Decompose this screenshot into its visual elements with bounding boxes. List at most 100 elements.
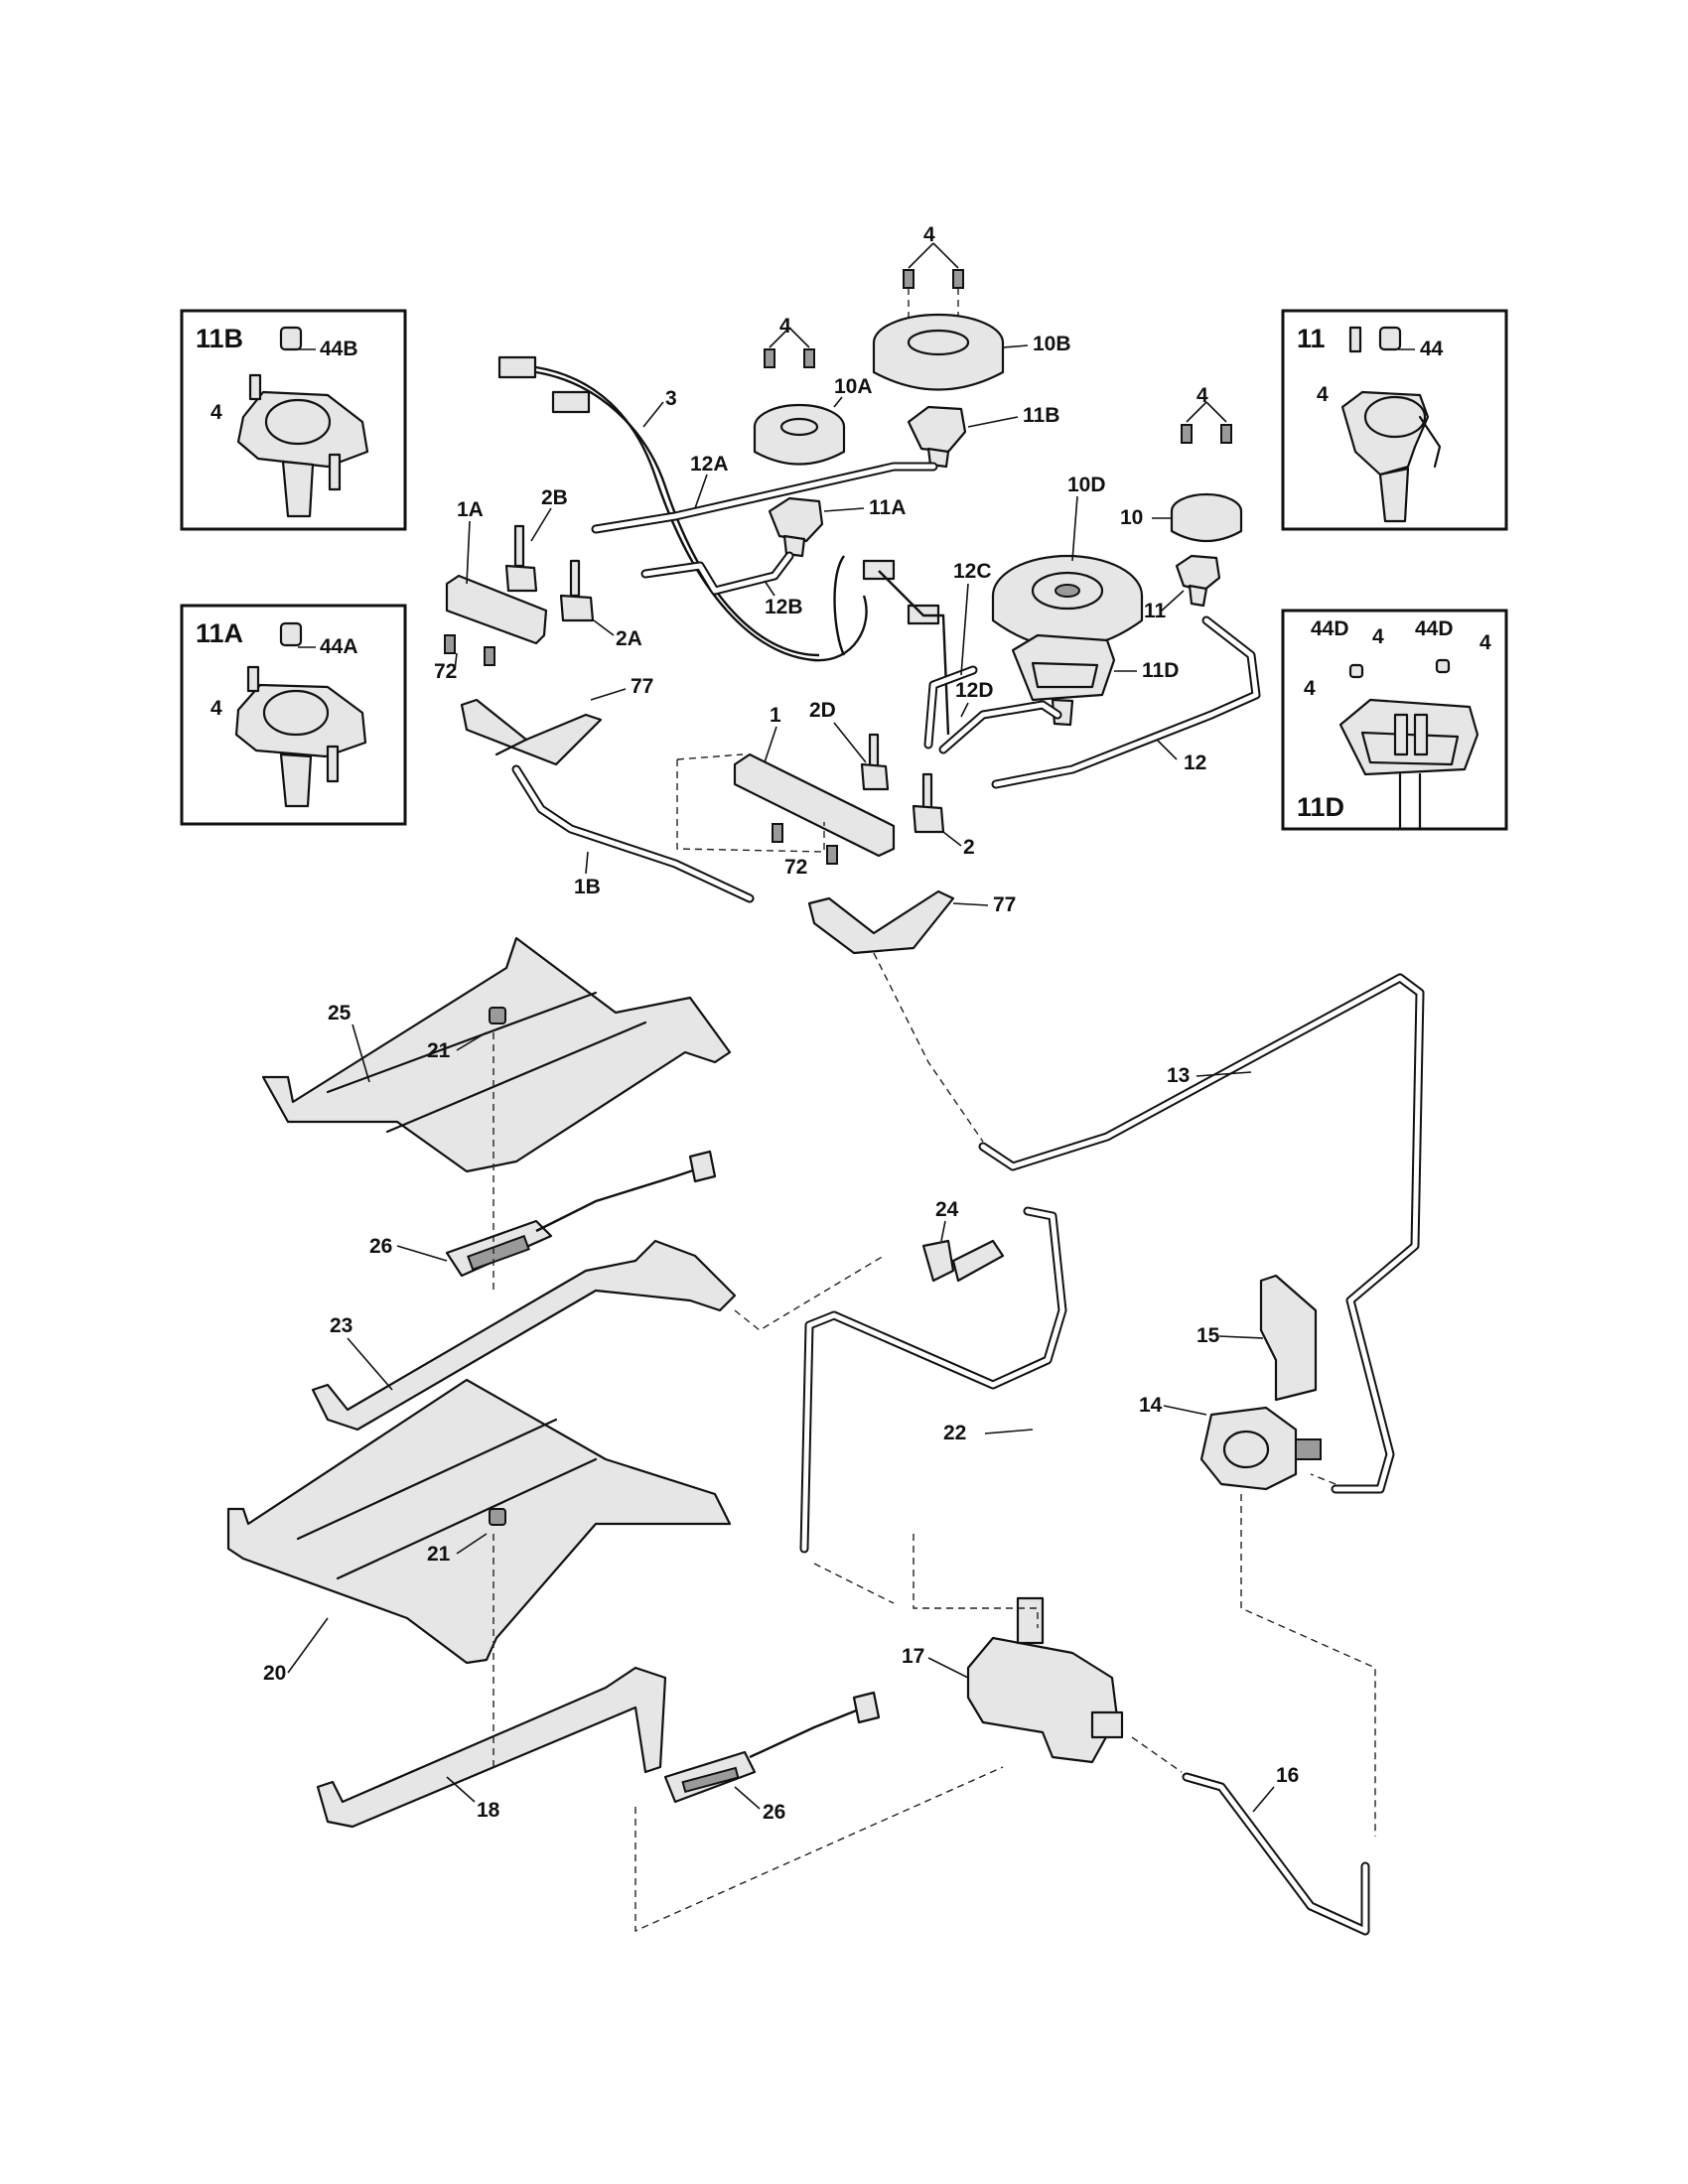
nut-21b [489,1508,506,1526]
callout-13: 13 [1167,1064,1190,1087]
wire-harness-3 [497,355,950,736]
valve-2 [912,772,945,834]
callout-2: 2 [963,836,975,859]
callouts: 4 10B 4 10A 11B 3 12A 11A 1A 2B 12B 2A 7… [263,223,1299,1824]
nut-21a [489,1007,506,1024]
burner-cap-10a-icon [753,403,846,466]
svg-text:4: 4 [1317,383,1329,406]
inset-11: 11 44 4 [1281,309,1508,531]
valve-17 [966,1596,1124,1764]
callout-10d: 10D [1067,474,1106,496]
svg-text:4: 4 [211,697,222,720]
callout-10b: 10B [1033,333,1071,355]
svg-text:4: 4 [1372,625,1384,648]
callout-72a: 72 [434,660,457,683]
callout-24: 24 [935,1198,959,1221]
svg-text:11: 11 [1297,324,1326,353]
tube-22 [799,1206,1067,1554]
callout-22: 22 [943,1422,966,1444]
tube-12 [991,615,1261,789]
callout-16: 16 [1276,1764,1299,1787]
callout-11: 11 [1144,600,1167,622]
callout-11b: 11B [1023,404,1059,427]
callout-12b: 12B [765,596,803,618]
svg-text:4: 4 [211,401,222,424]
manifold-1 [733,752,896,858]
callout-26b: 26 [763,1801,785,1824]
callout-10: 10 [1120,506,1143,529]
shield-20 [226,1378,732,1665]
bracket-77b [807,889,955,955]
callout-17: 17 [902,1645,924,1668]
tube-12b [640,551,794,596]
callout-26a: 26 [369,1235,392,1258]
screws-10b [903,242,964,323]
callout-2d: 2D [809,699,836,722]
bracket-15 [1259,1274,1318,1402]
burner-head-11-icon [1340,326,1442,523]
screws-72 [444,634,838,865]
tube-13 [978,973,1425,1494]
svg-text:44B: 44B [320,338,358,360]
callout-25: 25 [328,1002,352,1024]
svg-text:4: 4 [1304,677,1316,700]
svg-text:11D: 11D [1297,792,1344,822]
tube-12d [938,700,1062,754]
callout-21a: 21 [427,1039,451,1062]
callout-2b: 2B [541,486,568,509]
igniter-26b [663,1691,881,1804]
callout-12d: 12D [955,679,994,702]
regulator-14 [1199,1406,1322,1491]
svg-text:11B: 11B [196,324,243,353]
burner-head-11b-icon [907,405,967,469]
callout-3: 3 [665,387,677,410]
valve-2d [860,733,890,791]
burner-cap-10d-icon [991,554,1144,649]
inset-11d: 11D 44D 4 44D 4 4 [1281,609,1508,831]
valve-2b [504,524,538,593]
callout-1a: 1A [457,498,484,521]
callout-4-10: 4 [1196,384,1208,407]
callout-11a: 11A [869,496,906,519]
callout-1b: 1B [574,876,601,898]
svg-text:44: 44 [1420,338,1444,360]
burner-head-11a-icon [768,496,824,558]
screws-10 [1181,401,1232,444]
callout-21b: 21 [427,1543,451,1566]
callout-20: 20 [263,1662,286,1685]
callout-12: 12 [1184,751,1206,774]
callout-77b: 77 [993,893,1016,916]
callout-4-10a: 4 [779,315,791,338]
callout-2a: 2A [616,627,642,650]
callout-18: 18 [477,1799,500,1822]
callout-23: 23 [330,1314,352,1337]
svg-text:11A: 11A [196,618,243,648]
burner-base-11d-icon [1011,633,1116,727]
burner-head-11-icon [1175,554,1221,608]
screws-10a [764,327,815,368]
burner-head-11a-icon [234,621,367,808]
burner-head-11b-icon [236,326,369,518]
burner-cap-10-icon [1170,492,1243,542]
burner-base-11d-icon [1338,698,1479,831]
svg-text:44D: 44D [1415,617,1454,640]
callout-14: 14 [1139,1394,1163,1417]
burner-23 [311,1239,737,1432]
burner-cap-10b-icon [872,313,1005,391]
tube-12c [923,665,978,750]
inset-11b: 11B 44B 4 [180,309,407,531]
tube-1b [511,764,755,903]
valve-2a [559,559,595,622]
svg-text:4: 4 [1479,631,1491,654]
shield-25 [261,936,732,1173]
svg-text:44A: 44A [320,635,358,658]
elbow-24 [921,1239,1005,1283]
callout-4-top: 4 [923,223,935,246]
manifold-1a [445,574,548,645]
burner-18 [316,1666,667,1829]
callout-11d: 11D [1142,659,1179,682]
inset-11a: 11A 44A 4 [180,604,407,826]
callout-12c: 12C [953,560,992,583]
callout-15: 15 [1196,1324,1220,1347]
tube-16 [1182,1772,1370,1936]
